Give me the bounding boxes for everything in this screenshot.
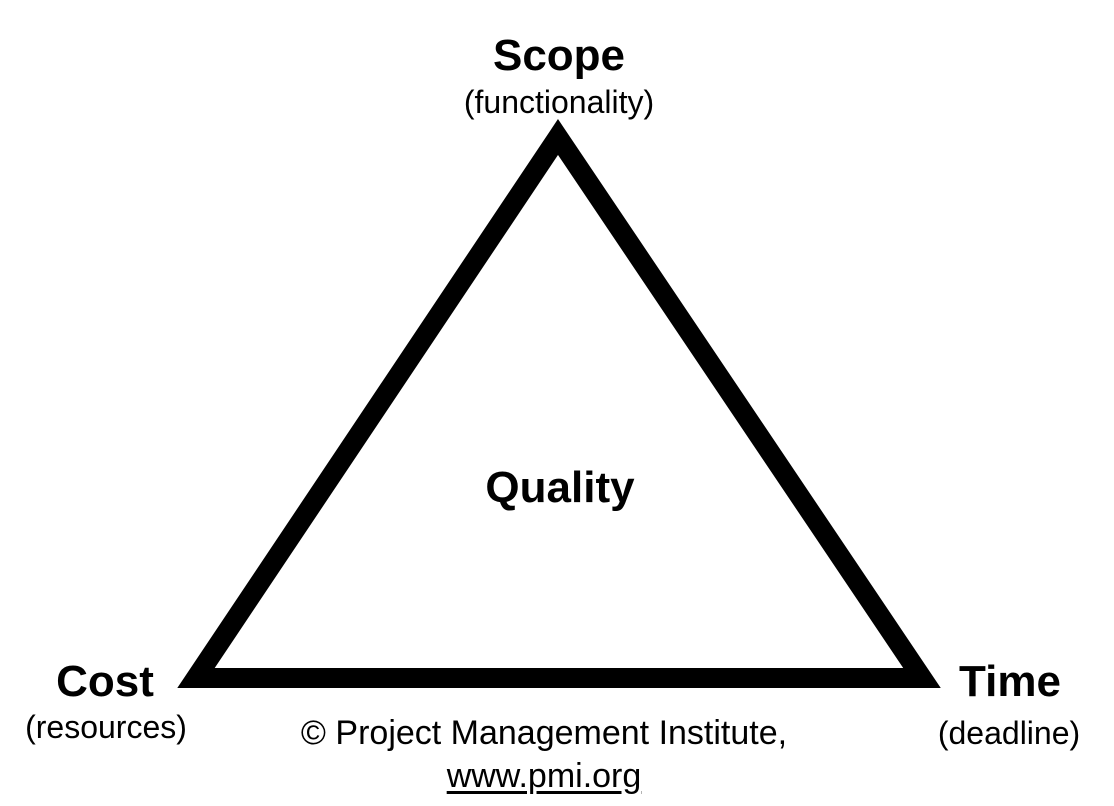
scope-vertex-title: Scope — [492, 31, 626, 80]
scope-vertex-subtitle: (functionality) — [463, 84, 655, 120]
pmi-website-link[interactable]: www.pmi.org — [446, 757, 642, 795]
triangle-shape — [177, 119, 941, 688]
time-vertex-title: Time — [959, 657, 1061, 706]
cost-vertex-title: Cost — [56, 657, 154, 706]
copyright-credit: © Project Management Institute, — [300, 714, 788, 752]
cost-vertex-subtitle: (resources) — [25, 709, 187, 745]
quality-center-label: Quality — [485, 463, 635, 512]
time-vertex-subtitle: (deadline) — [937, 715, 1081, 751]
